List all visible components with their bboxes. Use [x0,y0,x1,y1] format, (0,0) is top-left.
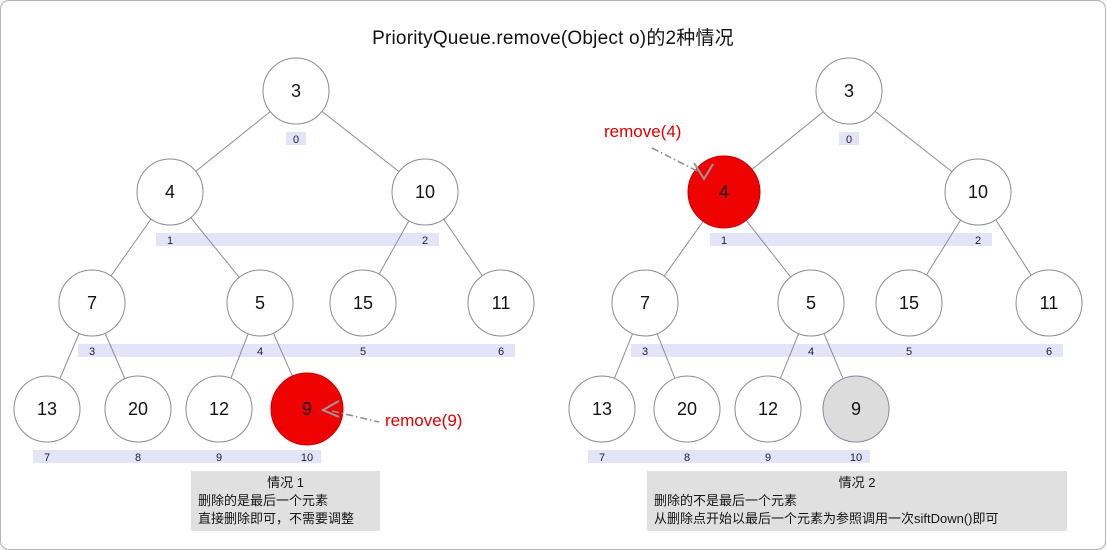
case2-caption-box: 情况 2 删除的不是最后一个元素 从删除点开始以最后一个元素为参照调用一次sif… [647,471,1067,531]
heap-node-circle [104,375,172,443]
heap-node-circle [815,57,883,125]
heap-index-label: 8 [135,452,141,464]
heap-node-value: 5 [806,293,816,313]
remove-annotation-label-case1: remove(9) [385,411,463,430]
heap-node-value: 13 [37,399,57,419]
heap-node-value: 5 [255,293,265,313]
heap-index-label: 0 [846,134,852,146]
index-band [78,344,515,357]
heap-node-value: 7 [87,293,97,313]
heap-index-label: 8 [684,452,690,464]
heap-index-label: 10 [850,452,862,464]
index-band [588,450,870,463]
index-band [33,450,321,463]
heap-node-value: 20 [677,399,697,419]
heap-index-label: 5 [906,346,912,358]
heap-node-value: 9 [851,399,861,419]
heap-node-circle [185,375,253,443]
heap-node-value: 20 [128,399,148,419]
heap-node-circle [822,375,890,443]
heap-index-label: 0 [293,134,299,146]
index-band [710,233,992,246]
heap-index-label: 4 [808,346,814,358]
index-band [156,233,439,246]
heap-node-circle [611,269,679,337]
heap-node-value: 15 [353,293,373,313]
heap-index-label: 1 [721,235,727,247]
case1-caption-line: 直接删除即可，不需要调整 [198,511,355,526]
case1-caption-box: 情况 1 删除的是最后一个元素 直接删除即可，不需要调整 [191,471,380,531]
heap-node-circle [226,269,294,337]
heap-node-value: 12 [209,399,229,419]
heap-node-value: 12 [758,399,778,419]
heap-node-value: 10 [415,182,435,202]
heap-index-label: 6 [1046,346,1052,358]
annotation-arrow-line-case2 [651,147,700,173]
heap-node-circle [568,375,636,443]
heap-index-label: 3 [89,346,95,358]
case2-caption-line: 从删除点开始以最后一个元素为参照调用一次siftDown()即可 [654,511,999,526]
heap-index-label: 2 [422,235,428,247]
case1-caption-line: 删除的是最后一个元素 [198,493,329,508]
heap-node-value: 11 [1040,293,1059,313]
heap-node-circle [329,269,397,337]
heap-node-circle [1015,269,1083,337]
heap-index-label: 9 [765,452,771,464]
heap-node-value: 10 [968,182,988,202]
heap-node-circle [653,375,721,443]
heap-node-value: 15 [899,293,919,313]
heap-node-circle [777,269,845,337]
heap-node-circle [58,269,126,337]
heap-index-label: 9 [216,452,222,464]
heap-node-circle [944,158,1012,226]
remove-annotation-label-case2: remove(4) [604,122,682,141]
annotation-arrowhead-case2 [693,162,714,181]
heap-node-value: 3 [291,81,301,101]
heap-index-label: 10 [301,452,313,464]
heap-node-value: 3 [844,81,854,101]
heap-node-circle [875,269,943,337]
heap-node-circle [13,375,81,443]
page-title: PriorityQueue.remove(Object o)的2种情况 [372,28,734,49]
annotation-arrowhead-case1 [320,400,340,418]
annotation-arrow-line-case1 [331,410,380,423]
case2-caption-title: 情况 2 [838,475,876,490]
heap-node-circle [734,375,802,443]
index-band [631,344,1063,357]
heap-node-value: 11 [492,293,511,313]
heap-index-label: 5 [360,346,366,358]
heap-node-circle [136,158,204,226]
heap-node-circle [391,158,459,226]
heap-node-circle [270,372,344,446]
heap-node-value: 13 [592,399,612,419]
index-band [839,132,859,145]
heap-index-label: 3 [642,346,648,358]
case1-caption-title: 情况 1 [267,475,304,490]
heap-index-label: 1 [167,235,173,247]
heap-node-value: 4 [165,182,175,202]
heap-node-value: 7 [640,293,650,313]
case2-caption-line: 删除的不是最后一个元素 [654,493,798,508]
heap-index-label: 7 [599,452,605,464]
heap-index-label: 4 [257,346,263,358]
heap-index-label: 7 [44,452,50,464]
heap-index-label: 6 [498,346,504,358]
index-band [286,132,306,145]
heap-node-value: 4 [719,182,729,202]
heap-index-label: 2 [975,235,981,247]
heap-node-circle [467,269,535,337]
heap-node-value: 9 [302,399,312,419]
heap-node-circle [262,57,330,125]
